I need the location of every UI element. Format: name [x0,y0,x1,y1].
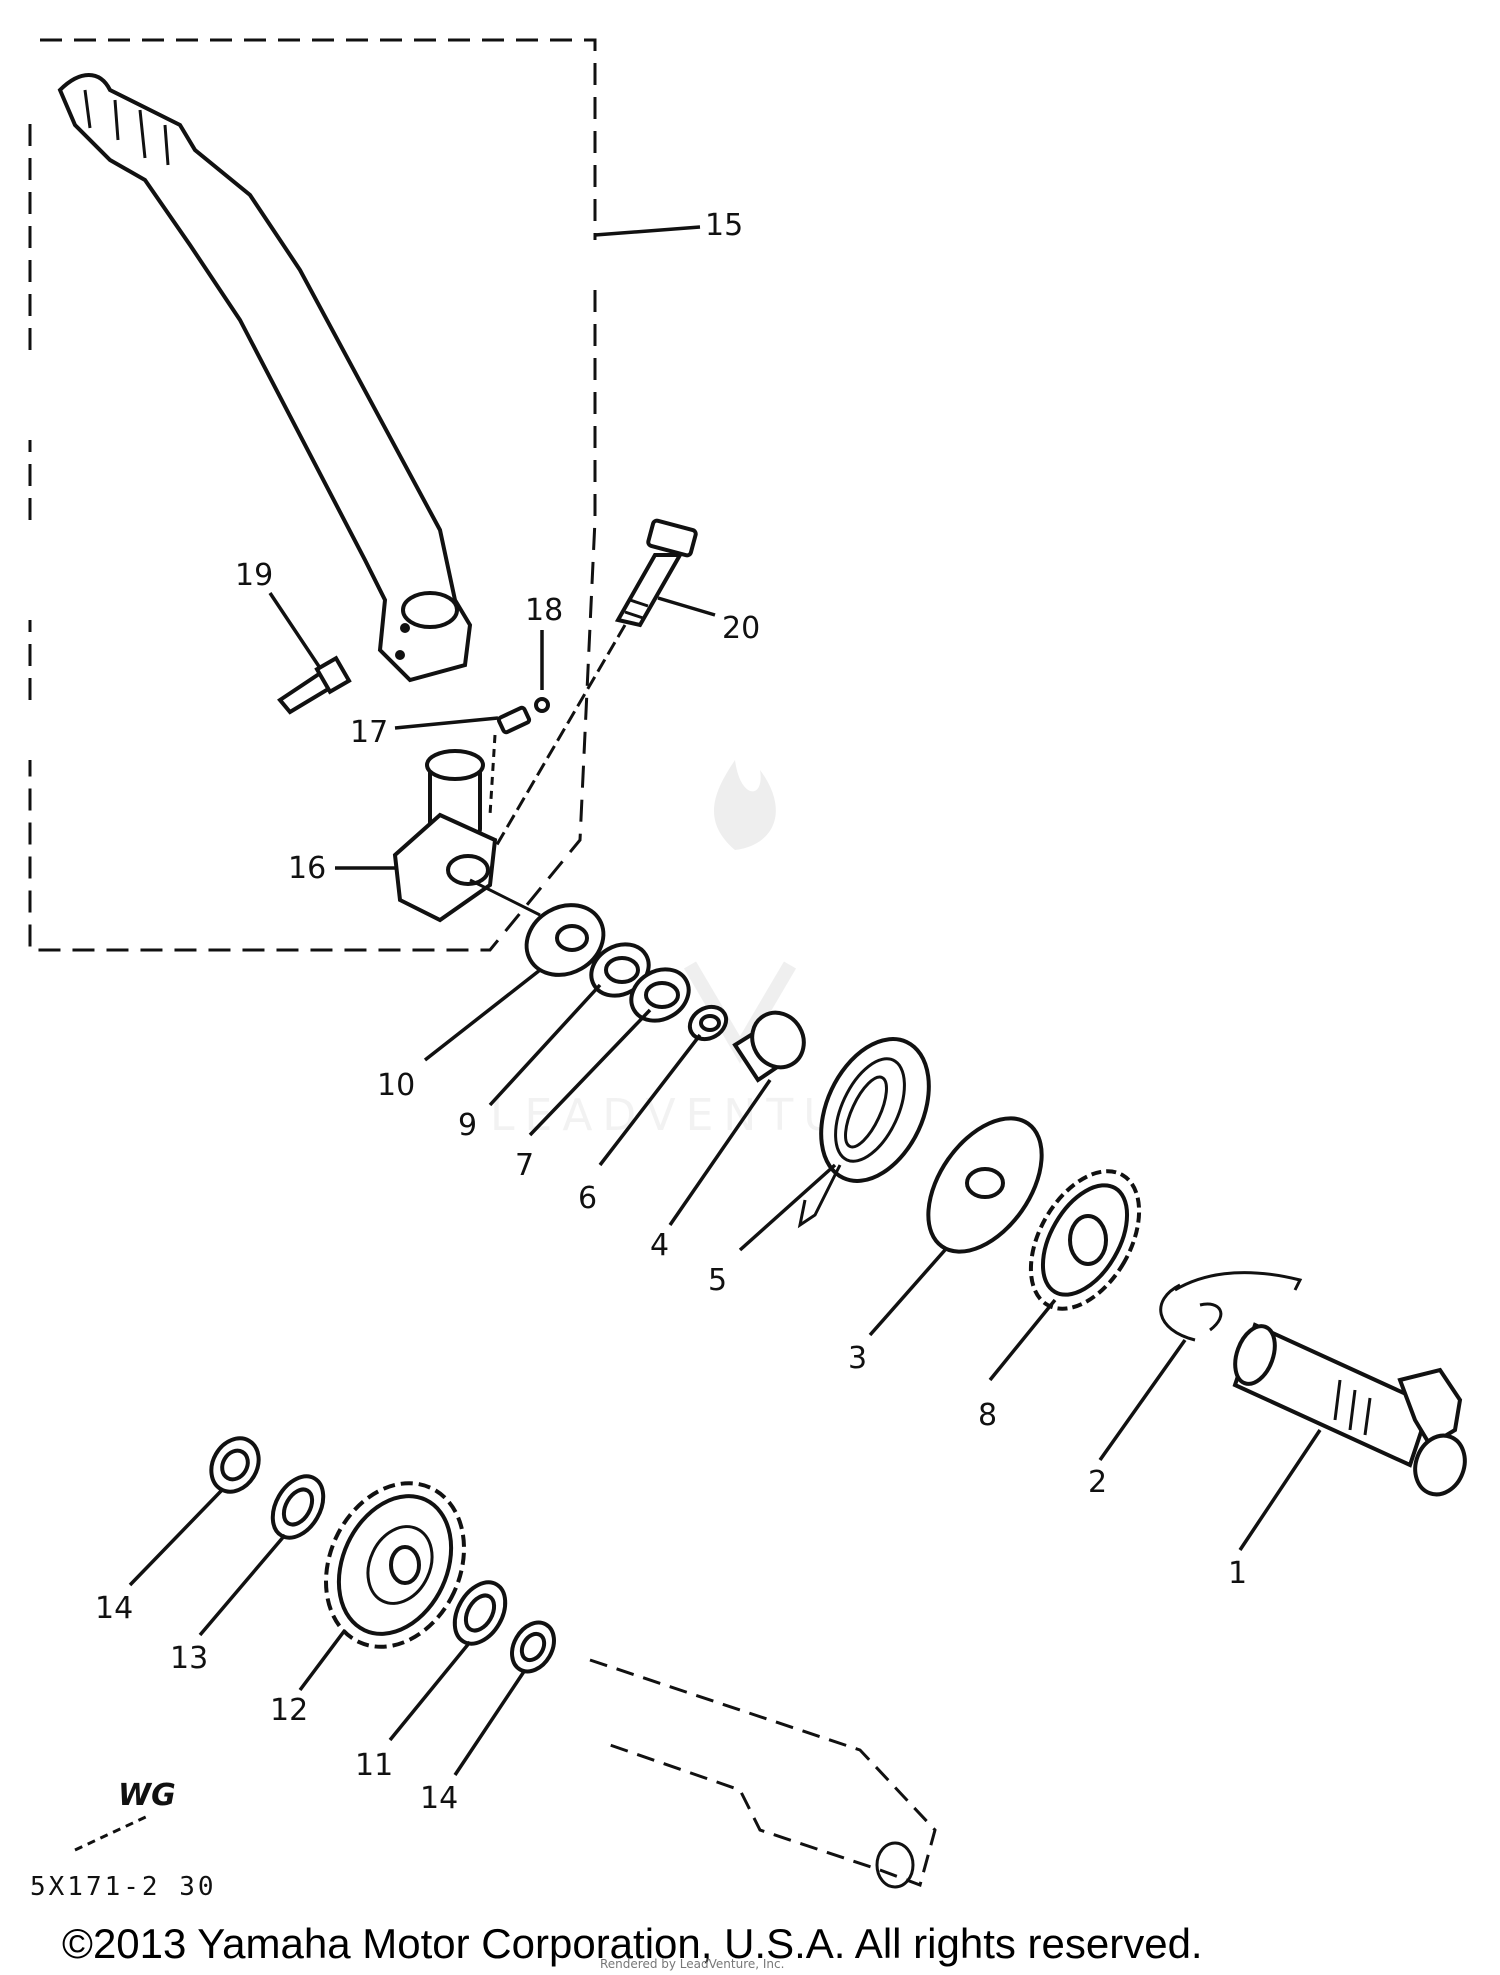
washer-11 [452,1580,508,1646]
leader-lines [128,225,1322,1776]
footer-small-text: Rendered by LeadVenture, Inc. [600,1957,784,1971]
gear-8 [1028,1169,1142,1311]
copyright-text: ©2013 Yamaha Motor Corporation, U.S.A. A… [62,1920,1203,1967]
shaft-outline [589,1658,937,1889]
label-4: 4 [650,1228,669,1263]
bolt-19 [277,655,352,715]
label-11: 11 [355,1748,393,1783]
label-14-top: 14 [95,1591,133,1626]
kick-lever [57,73,473,683]
washer-13 [270,1474,326,1540]
flame-logo-icon [714,760,776,850]
drawing-code: 5X171-2 30 [30,1872,217,1902]
kick-axle-1 [1232,1322,1467,1497]
part-labels: 1 2 3 4 5 6 7 8 9 10 11 12 13 14 14 15 1… [95,208,1247,1816]
label-13: 13 [170,1641,208,1676]
label-10: 10 [377,1068,415,1103]
label-2: 2 [1088,1465,1107,1500]
bolt-20 [486,518,698,861]
label-5: 5 [708,1263,727,1298]
clip-2 [1159,1271,1303,1342]
ball-18 [534,697,550,713]
label-3: 3 [848,1341,867,1376]
label-1: 1 [1228,1556,1247,1591]
label-15: 15 [705,208,743,243]
label-12: 12 [270,1693,308,1728]
assembly-15-boundary [28,38,597,952]
clip-6 [687,1004,729,1042]
label-17: 17 [350,715,388,750]
label-16: 16 [288,851,326,886]
label-6: 6 [578,1181,597,1216]
spring-5 [797,1037,931,1229]
label-19: 19 [235,558,273,593]
spacer-10 [524,903,606,977]
label-9: 9 [458,1108,477,1143]
label-8: 8 [978,1398,997,1433]
washer-14-top [209,1436,261,1494]
kick-boss-16 [392,749,541,923]
washer-7 [629,967,691,1023]
label-18: 18 [525,593,563,628]
label-20: 20 [722,611,760,646]
label-14-bottom: 14 [420,1781,458,1816]
label-7: 7 [515,1148,534,1183]
pin-17 [488,705,532,816]
collar-4 [732,1010,806,1083]
stamp-dashes [74,1813,151,1852]
washer-14-bottom [510,1620,556,1674]
stamp-mark: WG [118,1778,176,1813]
gear-12 [324,1481,466,1649]
washer-3 [926,1116,1044,1254]
